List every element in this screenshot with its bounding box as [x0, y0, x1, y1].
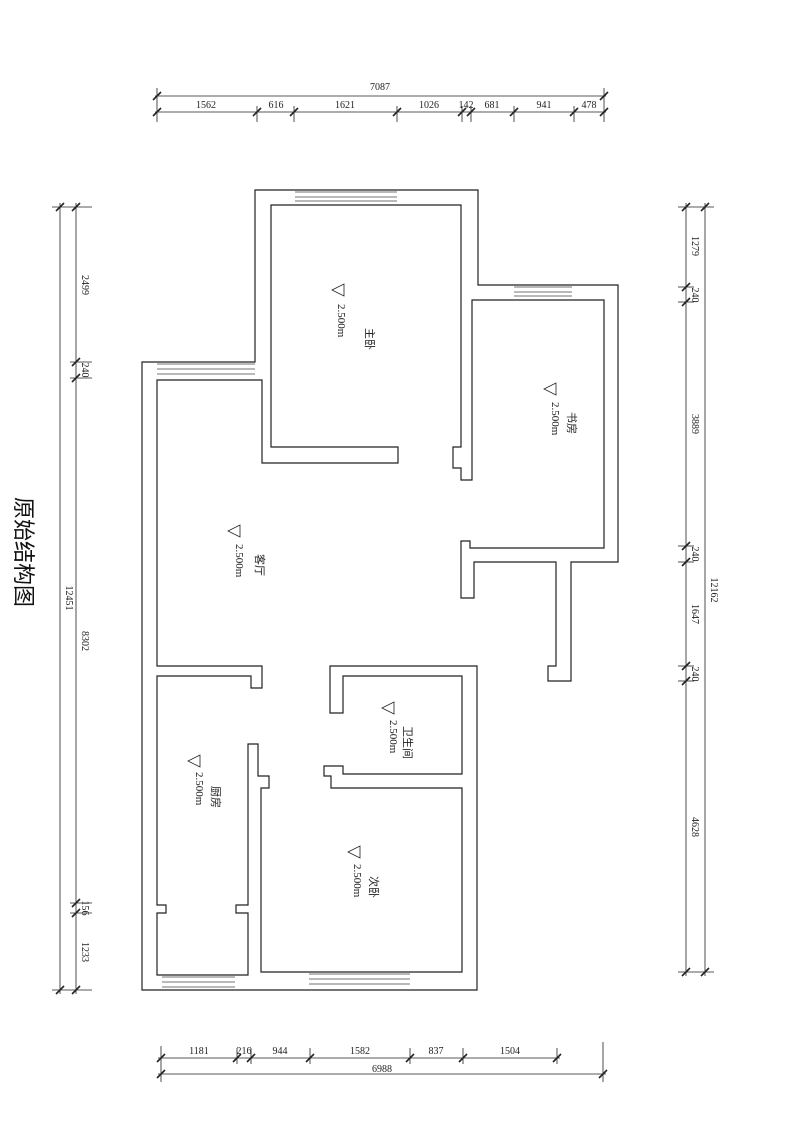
dim-left-2: 240 — [79, 363, 90, 378]
dim-top-4: 1026 — [419, 100, 439, 111]
room-name: 客厅 — [253, 554, 267, 576]
outer-wall-outline — [141, 189, 619, 991]
height-marker-icon — [331, 283, 345, 297]
room-label-study: 书房 2.500m — [543, 382, 578, 436]
dim-bottom-total: 6988 — [372, 1064, 392, 1075]
dimension-right: 1279 240 3889 240 1647 240 4628 12162 — [678, 202, 719, 977]
dim-left-3: 8302 — [79, 631, 90, 651]
room-label-living-room: 客厅 2.500m — [227, 524, 267, 578]
room-label-bathroom: 卫生间 2.500m — [381, 701, 415, 759]
room-height: 2.500m — [193, 772, 205, 806]
dim-right-1: 1279 — [689, 236, 700, 256]
dimension-top: 7087 1562 616 1621 1026 142 681 941 478 — [152, 82, 609, 122]
room-label-second-bedroom: 次卧 2.500m — [347, 845, 381, 898]
room-label-kitchen: 厨房 2.500m — [187, 754, 222, 808]
height-marker-icon — [347, 845, 361, 859]
dim-right-6: 240 — [689, 667, 700, 682]
height-marker-icon — [543, 382, 557, 396]
dim-top-6: 681 — [485, 100, 500, 111]
dim-top-2: 616 — [269, 100, 284, 111]
height-marker-icon — [381, 701, 395, 715]
height-marker-icon — [227, 524, 241, 538]
dim-top-7: 941 — [537, 100, 552, 111]
room-height: 2.500m — [335, 304, 347, 338]
dim-top-1: 1562 — [196, 100, 216, 111]
room-name: 次卧 — [367, 876, 381, 898]
plan-title: 原始结构图 — [10, 497, 35, 607]
dim-right-5: 1647 — [689, 604, 700, 624]
room-height: 2.500m — [549, 402, 561, 436]
window-master-bedroom — [295, 191, 397, 202]
dim-top-total: 7087 — [370, 82, 390, 93]
room-name: 主卧 — [363, 328, 376, 350]
dim-right-total: 12162 — [708, 578, 719, 603]
dim-bottom-4: 1582 — [350, 1046, 370, 1057]
walls — [141, 189, 619, 991]
dim-bottom-2: 216 — [237, 1046, 252, 1057]
height-marker-icon — [187, 754, 201, 768]
dim-left-total: 12451 — [63, 586, 74, 611]
window-living-room — [157, 363, 255, 375]
room-height: 2.500m — [233, 544, 245, 578]
dimension-bottom: 1181 216 944 1582 837 1504 6988 — [156, 1042, 608, 1082]
dim-top-8: 478 — [582, 100, 597, 111]
dim-left-5: 1233 — [79, 942, 90, 962]
room-height: 2.500m — [387, 720, 399, 754]
dim-bottom-1: 1181 — [189, 1046, 209, 1057]
window-kitchen — [162, 976, 235, 988]
dim-bottom-6: 1504 — [500, 1046, 520, 1057]
window-second-bedroom — [309, 973, 410, 985]
room-name: 书房 — [565, 412, 578, 434]
dim-left-4: 156 — [79, 901, 90, 916]
room-name: 卫生间 — [401, 726, 415, 759]
dim-top-5: 142 — [459, 100, 474, 111]
dim-right-3: 3889 — [689, 414, 700, 434]
window-study — [514, 286, 572, 297]
dim-top-3: 1621 — [335, 100, 355, 111]
dim-bottom-3: 944 — [273, 1046, 288, 1057]
room-height: 2.500m — [351, 864, 363, 898]
room-name: 厨房 — [209, 786, 222, 808]
dim-right-7: 4628 — [689, 817, 700, 837]
dim-left-1: 2499 — [79, 275, 90, 295]
dimension-left: 12451 2499 240 8302 156 1233 — [52, 202, 92, 995]
room-label-master-bedroom: 主卧 2.500m — [331, 283, 376, 350]
dim-right-4: 240 — [689, 547, 700, 562]
dim-right-2: 240 — [689, 288, 700, 303]
dim-bottom-5: 837 — [429, 1046, 444, 1057]
